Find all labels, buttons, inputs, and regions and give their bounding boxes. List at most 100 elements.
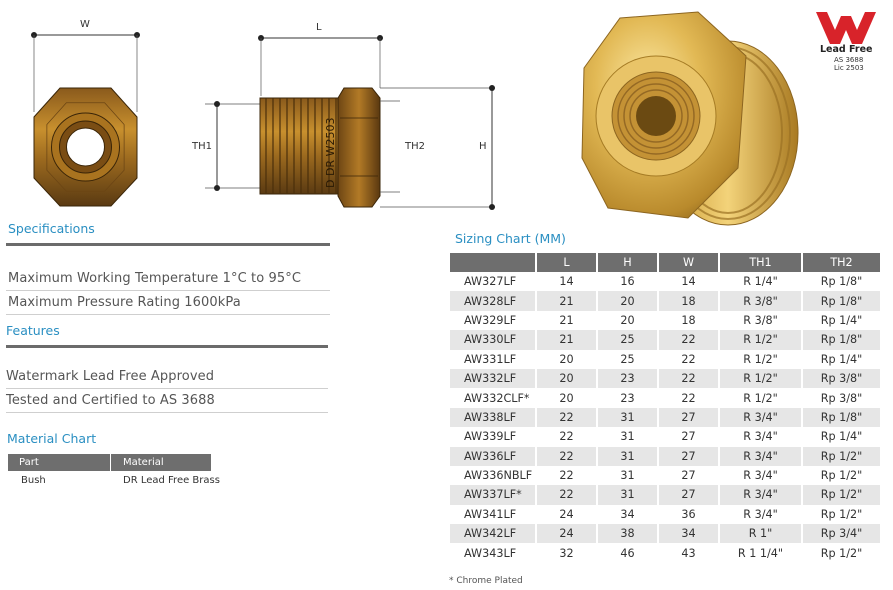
header-h: H [596,253,658,272]
table-cell: 25 [596,330,658,350]
h-label: H [479,141,487,152]
table-cell: 38 [596,524,658,544]
th2-label: TH2 [405,141,425,152]
table-cell: 27 [657,485,719,505]
table-cell: AW329LF [464,313,517,327]
front-view-drawing: D DR W2503 [31,32,400,208]
table-cell: 20 [535,368,597,389]
table-cell: AW330LF [450,330,536,350]
table-cell: AW338LF [450,407,536,428]
table-cell: 43 [657,543,719,563]
table-cell: 14 [535,272,597,292]
table-cell: 23 [596,388,658,408]
material-cell-part: Bush [21,475,46,486]
table-cell: 25 [596,349,658,369]
features-title: Features [6,323,60,338]
header-th1: TH1 [718,253,802,272]
product-photo [581,11,799,226]
table-cell: 20 [535,388,597,408]
table-cell: 31 [596,407,658,428]
table-cell: AW342LF [450,524,536,544]
table-cell: 21 [535,330,597,350]
table-cell: 34 [657,524,719,544]
features-rule [6,345,328,348]
hex-side-shape [337,87,381,208]
table-cell: 27 [657,427,719,447]
table-cell: Rp 1/8" [801,330,880,350]
table-cell: 27 [657,407,719,428]
table-cell: 20 [596,310,658,331]
table-cell: 31 [596,427,658,447]
table-cell: R 1/2" [718,330,802,350]
table-cell: Rp 1/2" [801,485,880,505]
material-cell-material: DR Lead Free Brass [123,475,220,486]
material-chart-title: Material Chart [7,431,97,446]
spec-item-temperature: Maximum Working Temperature 1°C to 95°C [8,271,302,286]
feature-item-certified: Tested and Certified to AS 3688 [6,393,215,408]
sizing-header-row: L H W TH1 TH2 [450,253,880,272]
table-cell: 22 [657,368,719,389]
table-cell: 27 [657,446,719,466]
table-cell: Rp 3/8" [801,388,880,408]
table-cell: 24 [535,504,597,525]
table-cell: AW336LF [450,446,536,466]
table-cell: 22 [535,407,597,428]
table-cell: 31 [596,485,658,505]
table-cell: 16 [596,272,658,292]
table-cell: 14 [657,272,719,292]
table-cell: 20 [596,291,658,311]
header-th2: TH2 [801,253,880,272]
table-cell: 22 [535,446,597,466]
table-cell: Rp 1/8" [801,407,880,428]
table-cell: AW328LF [450,291,536,311]
table-cell: R 3/4" [718,446,802,466]
table-cell: 18 [657,310,719,331]
table-cell: Rp 1/4" [801,427,880,447]
table-cell: 22 [535,465,597,486]
header-l: L [535,253,597,272]
table-cell: 22 [657,388,719,408]
header-code [450,253,536,272]
table-cell: AW341LF [464,507,517,521]
table-cell: 22 [535,427,597,447]
table-cell: Rp 1/4" [801,310,880,331]
l-label: L [316,22,322,33]
table-cell: 22 [657,349,719,369]
table-cell: R 3/8" [718,310,802,331]
logo-title: Lead Free [820,44,873,55]
logo-line2: Lic 2503 [834,64,864,72]
table-cell: 22 [535,485,597,505]
table-cell: R 3/4" [718,485,802,505]
table-cell: Rp 1/2" [801,543,880,563]
w-label: W [80,19,90,30]
table-cell: Rp 1/2" [801,446,880,466]
specifications-rule [6,243,330,246]
table-cell: R 3/4" [718,427,802,447]
table-cell: Rp 3/8" [801,368,880,389]
table-cell: 22 [657,330,719,350]
table-cell: Rp 1/2" [801,504,880,525]
table-cell: AW332CLF* [464,391,530,405]
th1-label: TH1 [192,141,212,152]
table-cell: R 1 1/4" [718,543,802,563]
table-cell: R 1/2" [718,368,802,389]
table-cell: Rp 1/2" [801,465,880,486]
table-cell: 23 [596,368,658,389]
table-cell: 46 [596,543,658,563]
table-cell: R 3/4" [718,504,802,525]
table-cell: 34 [596,504,658,525]
table-cell: AW337LF* [450,485,536,505]
table-cell: AW343LF [464,546,517,560]
table-cell: 31 [596,446,658,466]
header-w: W [657,253,719,272]
